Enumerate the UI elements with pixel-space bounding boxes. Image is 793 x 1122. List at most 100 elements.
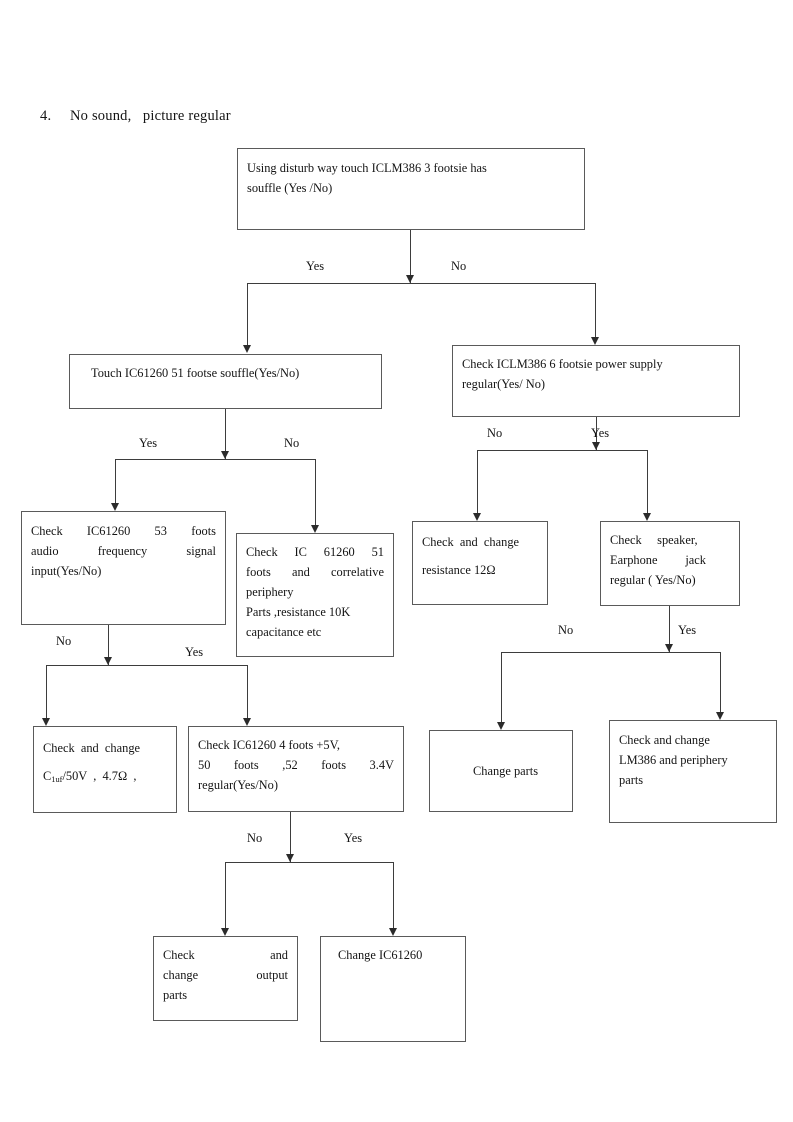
edge-label-voltage-yes: Yes [344, 831, 363, 845]
node-check-ic61260-51-periphery[interactable]: Check IC 61260 51 foots and correlative … [236, 533, 394, 657]
edge-label-root-yes: Yes [306, 259, 325, 273]
page-title: No sound, picture regular [70, 108, 231, 124]
edge-speaker-split-bar [501, 652, 720, 653]
node-root-check[interactable]: Using disturb way touch ICLM386 3 footsi… [237, 148, 585, 230]
arrow-change-ic61260-box [389, 928, 397, 936]
node-output-line3: parts [163, 988, 188, 1003]
edge-label-root-no: No [451, 259, 467, 273]
arrow-voltage-box [243, 718, 251, 726]
edge-speaker-no-drop [501, 652, 502, 722]
arrow-voltage-split [286, 854, 294, 862]
arrow-periphery-box [311, 525, 319, 533]
node-cap-prefix: C [43, 768, 52, 783]
edge-label-voltage-no: No [247, 831, 263, 845]
node-change-parts[interactable]: Change parts [429, 730, 573, 812]
node-power-line2: regular(Yes/ No) [462, 377, 546, 392]
arrow-audio-box [111, 503, 119, 511]
node-check-change-capacitor[interactable]: Check and change C1uf/50V , 4.7Ω , [33, 726, 177, 813]
arrow-output-parts-box [221, 928, 229, 936]
arrow-touch-box [243, 345, 251, 353]
edge-power-split-bar [477, 450, 647, 451]
node-check-change-lm386[interactable]: Check and change LM386 and periphery par… [609, 720, 777, 823]
edge-label-audio-yes: Yes [185, 645, 204, 659]
node-change-ic-line1: Change IC61260 [338, 948, 423, 962]
arrow-power-split [592, 442, 600, 450]
edge-speaker-yes-drop [720, 652, 721, 712]
node-check-ic61260-53-audio[interactable]: Check IC61260 53 foots audio frequency s… [21, 511, 226, 625]
edge-voltage-no-drop [225, 862, 226, 928]
node-lm386-line3: parts [619, 773, 644, 788]
edge-audio-no-drop [46, 665, 47, 718]
edge-touch-no-drop [315, 459, 316, 525]
node-periphery-line3: periphery [246, 585, 294, 600]
edge-voltage-stem [290, 812, 291, 862]
edge-audio-stem [108, 625, 109, 665]
arrow-speaker-split [665, 644, 673, 652]
edge-label-speaker-no: No [558, 623, 574, 637]
node-touch-ic61260-51[interactable]: Touch IC61260 51 footse souffle(Yes/No) [69, 354, 382, 409]
edge-voltage-yes-drop [393, 862, 394, 928]
node-cap-line1: Check and change [43, 741, 141, 755]
arrow-root-split [406, 275, 414, 283]
node-voltage-line3: regular(Yes/No) [198, 778, 278, 793]
edge-label-touch-yes: Yes [139, 436, 158, 450]
edge-touch-split-bar [115, 459, 316, 460]
node-periphery-line1: Check IC 61260 51 [246, 545, 384, 559]
node-change-ic61260[interactable]: Change IC61260 [320, 936, 466, 1042]
node-root-line1: Using disturb way touch ICLM386 3 footsi… [247, 161, 487, 175]
edge-root-yes-drop [247, 283, 248, 345]
node-voltage-line2: 50 foots ,52 foots 3.4V [198, 758, 394, 773]
edge-label-power-no: No [487, 426, 503, 440]
node-speaker-line1: Check speaker, [610, 533, 698, 547]
edge-root-split-bar [247, 283, 596, 284]
edge-speaker-stem [669, 606, 670, 652]
node-cap-line2: C1uf/50V , 4.7Ω , [43, 763, 167, 791]
node-check-change-output-parts[interactable]: Check and change output parts [153, 936, 298, 1021]
edge-label-audio-no: No [56, 634, 72, 648]
node-resistance-line2: resistance 12Ω [422, 562, 496, 577]
node-audio-line1: Check IC61260 53 foots [31, 524, 216, 538]
node-output-line1: Check and [163, 948, 288, 962]
node-resistance-line1: Check and change [422, 535, 520, 549]
node-audio-line2: audio frequency signal [31, 544, 216, 559]
arrow-lm386-box [716, 712, 724, 720]
edge-touch-stem [225, 409, 226, 459]
section-number: 4. [40, 108, 52, 124]
node-change-parts-line1: Change parts [473, 764, 539, 778]
edge-touch-yes-drop [115, 459, 116, 503]
edge-label-power-yes: Yes [591, 426, 610, 440]
arrow-power-box [591, 337, 599, 345]
node-periphery-line2: foots and correlative [246, 565, 384, 580]
node-speaker-line2: Earphone jack [610, 553, 706, 568]
node-root-line2: souffle (Yes /No) [247, 181, 333, 196]
edge-audio-split-bar [46, 665, 247, 666]
node-check-iclm386-6-power[interactable]: Check ICLM386 6 footsie power supply reg… [452, 345, 740, 417]
node-periphery-line5: capacitance etc [246, 625, 322, 640]
edge-label-speaker-yes: Yes [678, 623, 697, 637]
edge-root-stem [410, 230, 411, 283]
node-audio-line3: input(Yes/No) [31, 564, 102, 579]
node-cap-subscript: 1uf [51, 774, 63, 784]
arrow-touch-split [221, 451, 229, 459]
arrow-change-parts-box [497, 722, 505, 730]
node-touch-line1: Touch IC61260 51 footse souffle(Yes/No) [91, 366, 300, 380]
node-periphery-line4: Parts ,resistance 10K [246, 605, 351, 620]
node-lm386-line1: Check and change [619, 733, 710, 747]
node-check-ic61260-4foots[interactable]: Check IC61260 4 foots +5V, 50 foots ,52 … [188, 726, 404, 812]
edge-audio-yes-drop [247, 665, 248, 718]
edge-label-touch-no: No [284, 436, 300, 450]
edge-voltage-split-bar [225, 862, 393, 863]
node-cap-suffix: /50V , 4.7Ω , [62, 768, 137, 783]
node-speaker-line3: regular ( Yes/No) [610, 573, 696, 588]
edge-power-yes-drop [647, 450, 648, 513]
node-lm386-line2: LM386 and periphery [619, 753, 728, 768]
node-check-speaker-earphone[interactable]: Check speaker, Earphone jack regular ( Y… [600, 521, 740, 606]
node-check-change-resistance[interactable]: Check and change resistance 12Ω [412, 521, 548, 605]
edge-power-no-drop [477, 450, 478, 513]
node-output-line2: change output [163, 968, 288, 983]
arrow-audio-split [104, 657, 112, 665]
node-power-line1: Check ICLM386 6 footsie power supply [462, 357, 663, 371]
edge-root-no-drop [595, 283, 596, 337]
edge-power-stem [596, 417, 597, 450]
